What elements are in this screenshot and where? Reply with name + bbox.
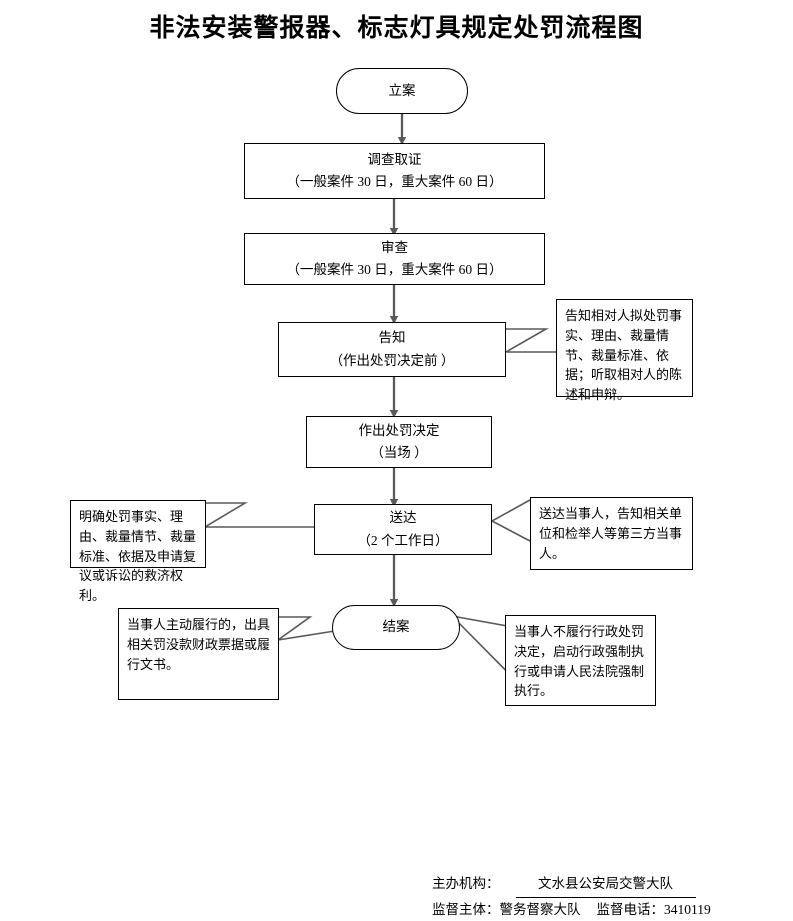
note-songda-right-text: 送达当事人，告知相关单位和检举人等第三方当事人。 xyxy=(539,506,683,561)
node-shencha-line1: 审查 xyxy=(381,239,408,255)
node-liuan-line1: 立案 xyxy=(388,82,416,98)
node-jiean[interactable]: 结案 xyxy=(332,605,460,650)
connector-songda-left-note xyxy=(202,502,314,528)
node-songda[interactable]: 送达 （2 个工作日） xyxy=(314,504,492,555)
node-diaocha-quzheng[interactable]: 调查取证 （一般案件 30 日，重大案件 60 日） xyxy=(244,143,545,199)
node-zuochu-line1: 作出处罚决定 xyxy=(358,422,440,438)
note-songda-right: 送达当事人，告知相关单位和检举人等第三方当事人。 xyxy=(530,497,693,570)
connector-songda-right-note xyxy=(490,499,531,542)
note-jiean-left-text: 当事人主动履行的，出具相关罚没款财政票据或履行文书。 xyxy=(127,617,271,672)
note-jiean-left: 当事人主动履行的，出具相关罚没款财政票据或履行文书。 xyxy=(118,608,279,700)
note-gaozhi-right-text: 告知相对人拟处罚事实、理由、裁量情节、裁量标准、依据；听取相对人的陈述和申辩。 xyxy=(565,308,683,402)
note-jiean-right: 当事人不履行行政处罚决定，启动行政强制执行或申请人民法院强制执行。 xyxy=(505,615,656,706)
footer-organizer-value: 文水县公安局交警大队 xyxy=(515,872,696,898)
node-liuan[interactable]: 立案 xyxy=(336,68,468,114)
note-gaozhi-right: 告知相对人拟处罚事实、理由、裁量情节、裁量标准、依据；听取相对人的陈述和申辩。 xyxy=(556,299,693,402)
node-gaozhi-line2: （作出处罚决定前 ） xyxy=(329,352,455,368)
footer-supervisor-row: 监督主体：警务督察大队监督电话：3410119 xyxy=(432,898,792,921)
page-title: 非法安装警报器、标志灯具规定处罚流程图 xyxy=(149,15,644,42)
footer-supervisor-label: 监督主体： xyxy=(432,901,500,917)
node-gaozhi[interactable]: 告知 （作出处罚决定前 ） xyxy=(278,322,506,377)
footer-organizer-label: 主办机构： xyxy=(432,876,500,891)
footer: 主办机构： 文水县公安局交警大队 监督主体：警务督察大队监督电话：3410119 xyxy=(432,872,792,921)
node-zuochu-chufa-jueding[interactable]: 作出处罚决定 （当场 ） xyxy=(306,416,492,468)
node-shencha-line2: （一般案件 30 日，重大案件 60 日） xyxy=(286,262,503,277)
footer-phone-value: 3410119 xyxy=(664,901,711,917)
node-gaozhi-line1: 告知 xyxy=(378,330,406,346)
note-songda-left-text: 明确处罚事实、理由、裁量情节、裁量标准、依据及申请复议或诉讼的救济权利。 xyxy=(79,509,197,603)
node-zuochu-line2: （当场 ） xyxy=(370,445,428,460)
node-songda-line1: 送达 xyxy=(389,510,417,526)
node-songda-line2: （2 个工作日） xyxy=(357,532,449,548)
footer-supervisor-value: 警务督察大队 xyxy=(499,901,581,917)
node-diaocha-line2: （一般案件 30 日，重大案件 60 日） xyxy=(286,174,503,189)
footer-phone-label: 监督电话： xyxy=(596,901,665,917)
note-jiean-right-text: 当事人不履行行政处罚决定，启动行政强制执行或申请人民法院强制执行。 xyxy=(514,624,645,699)
note-songda-left: 明确处罚事实、理由、裁量情节、裁量标准、依据及申请复议或诉讼的救济权利。 xyxy=(70,500,206,603)
footer-organizer-row: 主办机构： 文水县公安局交警大队 xyxy=(432,872,792,898)
node-jiean-line1: 结案 xyxy=(382,619,410,635)
node-shencha[interactable]: 审查 （一般案件 30 日，重大案件 60 日） xyxy=(244,233,545,285)
connector-gaozhi-note xyxy=(503,328,558,353)
node-diaocha-line1: 调查取证 xyxy=(367,151,422,167)
